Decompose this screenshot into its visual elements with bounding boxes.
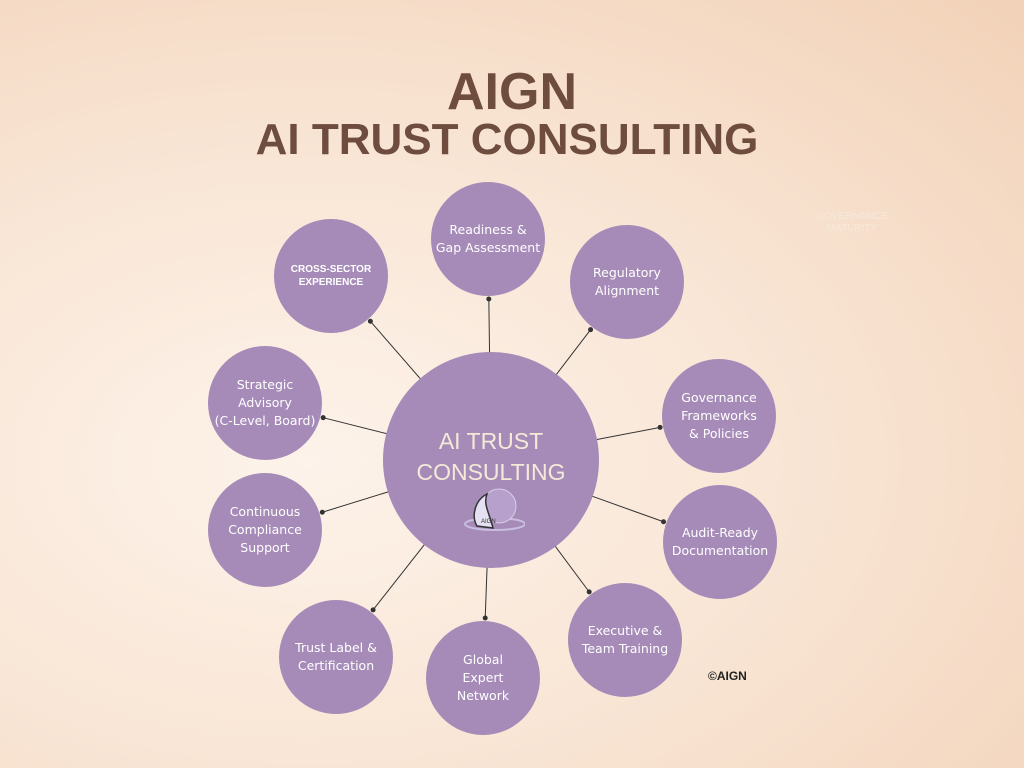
connector-dot: [657, 424, 663, 430]
center-label: AI TRUST CONSULTING: [416, 428, 566, 485]
title-subtitle: AI TRUST CONSULTING: [255, 115, 759, 164]
connector-line: [323, 417, 395, 437]
connector-dot: [320, 415, 326, 421]
node-global-expert-network: Global Expert Network: [426, 621, 540, 735]
node-label: Trust Label & Certification: [295, 640, 377, 673]
node-audit-ready-documentation: Audit-Ready Documentation: [663, 485, 777, 599]
connector-dot: [319, 509, 325, 515]
node-label: Continuous Compliance Support: [228, 504, 302, 555]
watermark-text: GOVERNANCE MATURITY: [816, 211, 888, 234]
connector-line: [584, 493, 664, 523]
svg-text:AIGN: AIGN: [481, 519, 496, 525]
center-hub: AI TRUST CONSULTING AIGN: [383, 352, 599, 568]
node-executive-team-training: Executive & Team Training: [568, 583, 682, 697]
node-label: Global Expert Network: [456, 652, 510, 703]
connector-dot: [588, 327, 594, 333]
connector-line: [488, 298, 491, 361]
node-label: Governance Frameworks & Policies: [681, 390, 757, 441]
connector-line: [551, 329, 591, 381]
connector-line: [369, 320, 426, 385]
node-readiness-gap-assessment: Readiness & Gap Assessment: [431, 182, 545, 296]
aign-logo-icon: AIGN: [464, 488, 525, 531]
node-label: Regulatory Alignment: [593, 265, 661, 298]
node-label: Readiness & Gap Assessment: [435, 222, 541, 255]
connector-dot: [367, 318, 373, 324]
node-label: Audit-Ready Documentation: [671, 525, 769, 558]
node-label: CROSS-SECTOR EXPERIENCE: [290, 264, 372, 288]
connector-line: [372, 538, 430, 611]
node-cross-sector-experience: CROSS-SECTOR EXPERIENCE: [274, 219, 388, 333]
connector-line: [484, 559, 488, 619]
node-strategic-advisory: Strategic Advisory (C-Level, Board): [208, 346, 322, 460]
node-governance-frameworks: Governance Frameworks & Policies: [662, 359, 776, 473]
connector-dot: [370, 607, 376, 613]
node-regulatory-alignment: Regulatory Alignment: [570, 225, 684, 339]
connector-dot: [482, 615, 488, 621]
node-label: Strategic Advisory (C-Level, Board): [214, 377, 316, 428]
node-trust-label-certification: Trust Label & Certification: [279, 600, 393, 714]
title-aign: AIGN: [447, 63, 577, 121]
copyright: ©AIGN: [708, 669, 747, 683]
connector-line: [322, 489, 396, 513]
node-continuous-compliance-support: Continuous Compliance Support: [208, 473, 322, 587]
node-label: Executive & Team Training: [581, 623, 669, 656]
connector-line: [589, 426, 661, 442]
connector-line: [550, 539, 590, 593]
connector-dot: [661, 519, 667, 525]
connector-dot: [486, 296, 492, 302]
